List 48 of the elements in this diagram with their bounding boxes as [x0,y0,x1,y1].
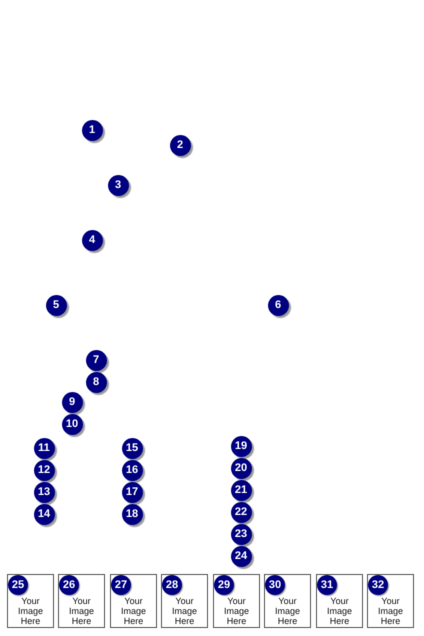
callout-number: 1 [82,120,102,140]
placeholder-text: Your Image Here [172,596,197,626]
placeholder-text: Your Image Here [120,596,146,626]
callout-number: 21 [230,480,252,500]
callout-number: 20 [230,458,252,478]
callout-number: 23 [230,524,252,544]
image-placeholder [213,574,260,628]
callout-number: 6 [268,294,288,316]
placeholder-text: Your Image Here [224,596,249,626]
callout-number: 31 [317,575,337,595]
placeholder-text: Your Image Here [378,596,403,626]
callout-number: 30 [265,575,285,595]
placeholder-text: Your Image Here [326,596,352,626]
image-placeholder [316,574,363,628]
callout-number: 27 [111,575,131,595]
callout-number: 12 [34,460,54,480]
callout-number: 29 [214,575,234,595]
callout-number: 3 [108,174,128,196]
image-placeholder [161,574,208,628]
callout-number: 22 [230,502,252,522]
callout-number: 16 [122,460,142,480]
placeholder-text: Your Image Here [274,596,300,626]
callout-number: 7 [86,350,106,370]
image-placeholder [264,574,311,628]
image-placeholder [110,574,157,628]
placeholder-text: Your Image Here [68,596,94,626]
image-placeholder [367,574,414,628]
callout-number: 15 [122,438,142,458]
callout-number: 10 [62,414,82,434]
callout-number: 18 [122,504,142,524]
callout-number: 5 [46,294,66,316]
callout-number: 26 [59,575,79,595]
callout-number: 25 [8,575,28,595]
callout-number: 13 [34,482,54,502]
callout-number: 19 [230,436,252,456]
placeholder-text: Your Image Here [18,596,43,626]
callout-number: 32 [368,575,388,595]
callout-number: 11 [34,438,54,458]
callout-number: 8 [86,372,106,392]
image-placeholder [58,574,105,628]
callout-number: 24 [230,546,252,566]
callout-number: 9 [62,392,82,412]
image-placeholder [7,574,54,628]
callout-number: 14 [34,504,54,524]
callout-number: 4 [82,230,102,250]
callout-number: 2 [170,134,190,156]
callout-number: 28 [162,575,182,595]
callout-number: 17 [122,482,142,502]
